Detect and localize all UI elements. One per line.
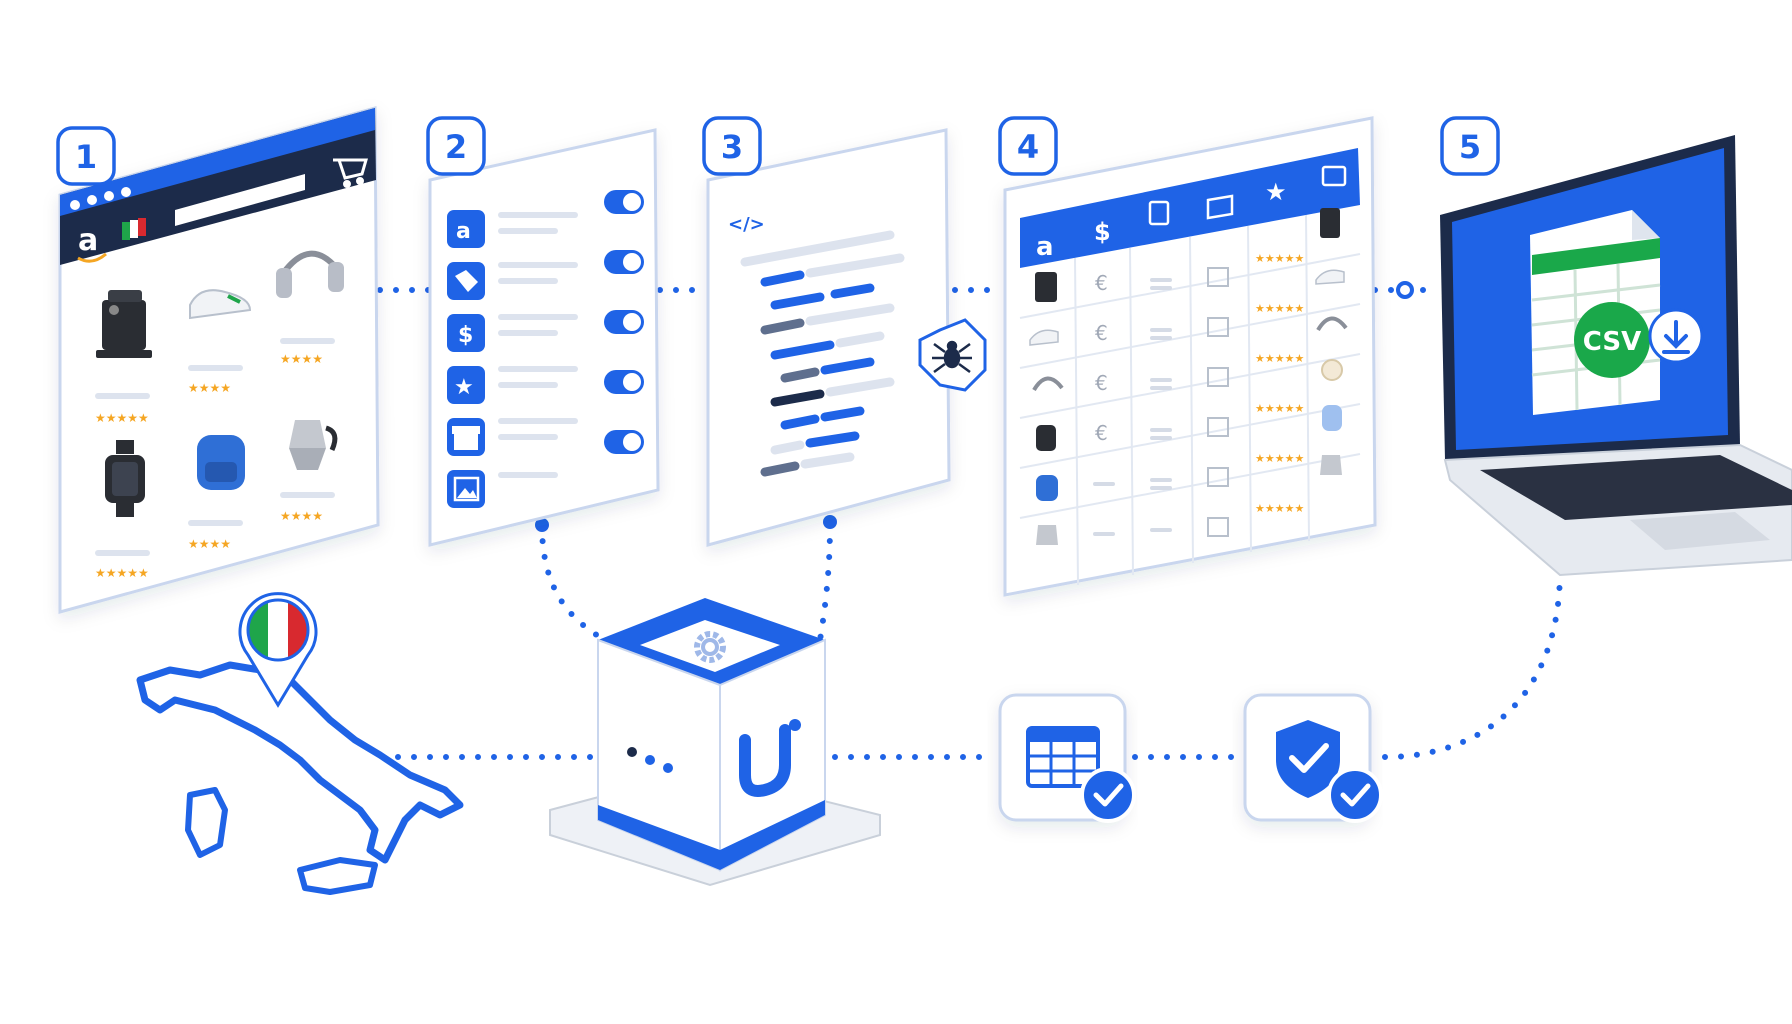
table-price-column: € € € € <box>1093 271 1115 536</box>
amazon-logo-icon: a <box>456 219 471 244</box>
svg-text:★★★★: ★★★★ <box>280 509 323 523</box>
svg-text:4: 4 <box>1017 128 1039 166</box>
svg-text:★★★★★: ★★★★★ <box>1255 252 1304 265</box>
step-badge-2: 2 <box>426 116 486 176</box>
code-tag: </> <box>728 214 765 235</box>
svg-text:★★★★★: ★★★★★ <box>1255 402 1304 415</box>
svg-text:1: 1 <box>75 138 97 176</box>
svg-text:€: € <box>1095 321 1108 345</box>
svg-text:★★★★: ★★★★ <box>280 352 323 366</box>
svg-text:★★★★★: ★★★★★ <box>1255 502 1304 515</box>
svg-text:★★★★★: ★★★★★ <box>95 411 149 425</box>
svg-text:★★★★: ★★★★ <box>188 537 231 551</box>
table-text-column <box>1150 278 1172 532</box>
svg-text:CSV: CSV <box>1583 327 1641 357</box>
product-coffee-machine: ★★★★★ <box>95 290 152 425</box>
cart-icon <box>333 158 368 188</box>
document-icon <box>1148 200 1170 226</box>
storefront-panel: a ★★★★★ ★★★★ <box>58 106 380 614</box>
laptop: CSV <box>1440 135 1792 577</box>
table-header-icons: a $ ★ <box>1036 165 1347 262</box>
csv-badge: CSV <box>1574 302 1650 378</box>
processing-hub <box>549 598 881 887</box>
check-icon <box>1080 767 1136 823</box>
tag-icon <box>455 270 478 292</box>
svg-text:5: 5 <box>1459 128 1481 166</box>
italy-location-pin <box>238 592 318 708</box>
field-row-price[interactable]: $ <box>447 310 644 352</box>
field-selection-panel: a $ ★ <box>428 128 660 547</box>
table-icon <box>1026 726 1100 788</box>
spider-badge <box>918 318 987 392</box>
product-smartwatch: ★★★★★ <box>95 440 150 580</box>
field-row-title[interactable]: a <box>447 190 644 248</box>
italy-flag-icon <box>122 218 146 240</box>
star-icon: ★ <box>454 375 474 400</box>
svg-text:€: € <box>1095 421 1108 445</box>
star-icon: ★ <box>1265 178 1287 206</box>
image-icon <box>453 476 480 502</box>
svg-text:3: 3 <box>721 128 743 166</box>
step-badge-1: 1 <box>56 126 116 186</box>
connector-3-hub <box>817 522 833 643</box>
dollar-icon: $ <box>1094 218 1111 246</box>
code-panel: </> <box>706 128 951 547</box>
product-grid: ★★★★★ ★★★★ ★★★★ ★★★★★ <box>95 250 344 580</box>
table-validation-card <box>998 693 1136 823</box>
connector-node-2 <box>535 518 549 532</box>
gear-icon <box>694 631 726 663</box>
product-headphones: ★★★★ <box>276 250 344 366</box>
download-icon[interactable] <box>1648 308 1704 364</box>
laptop-keyboard <box>1480 455 1792 520</box>
amazon-logo-icon: a <box>1036 232 1054 262</box>
connector-node-4-5 <box>1396 281 1414 299</box>
shield-check-icon <box>1276 720 1340 798</box>
table-image-column <box>1315 208 1348 475</box>
store-icon <box>452 426 480 450</box>
step-badge-4: 4 <box>998 116 1058 176</box>
table-grid <box>1019 214 1361 586</box>
svg-text:2: 2 <box>445 128 467 166</box>
dotted-connectors <box>347 287 1563 760</box>
image-icon <box>1321 165 1347 187</box>
svg-text:★★★★★: ★★★★★ <box>95 566 149 580</box>
check-icon <box>1327 767 1383 823</box>
security-validation-card <box>1243 693 1383 823</box>
amazon-logo-icon: a <box>77 223 107 263</box>
step-badge-5: 5 <box>1440 116 1500 176</box>
field-row-image[interactable] <box>447 470 558 508</box>
spider-icon <box>932 340 972 374</box>
laptop-trackpad <box>1630 512 1770 550</box>
table-product-column <box>1029 272 1064 545</box>
svg-text:€: € <box>1095 271 1108 295</box>
svg-text:€: € <box>1095 371 1108 395</box>
table-store-column <box>1207 267 1229 537</box>
browser-topbar <box>60 108 375 216</box>
svg-text:★★★★★: ★★★★★ <box>1255 352 1304 365</box>
svg-text:★★★★★: ★★★★★ <box>1255 452 1304 465</box>
field-row-seller[interactable] <box>447 418 644 456</box>
product-moka-pot: ★★★★ <box>280 420 338 523</box>
connector-shield-laptop <box>1382 567 1563 760</box>
svg-text:★★★★: ★★★★ <box>188 381 231 395</box>
code-lines <box>740 230 905 477</box>
step-badge-3: 3 <box>702 116 762 176</box>
hub-logo-icon <box>739 719 801 797</box>
dollar-icon: $ <box>458 323 473 348</box>
product-backpack: ★★★★ <box>188 435 245 551</box>
svg-text:a: a <box>78 223 98 258</box>
table-rating-column: ★★★★★ ★★★★★ ★★★★★ ★★★★★ ★★★★★ ★★★★★ <box>1255 252 1304 515</box>
data-table-panel: a $ ★ <box>1003 116 1377 597</box>
store-icon <box>1206 194 1234 220</box>
italy-map <box>136 661 464 895</box>
connector-node-3 <box>823 515 837 529</box>
connector-2-hub <box>539 522 608 643</box>
search-bar <box>175 174 305 226</box>
svg-text:★★★★★: ★★★★★ <box>1255 302 1304 315</box>
product-sneaker: ★★★★ <box>188 289 252 395</box>
table-header <box>1020 148 1360 268</box>
field-row-rating[interactable]: ★ <box>447 366 644 404</box>
field-row-tag[interactable] <box>447 250 644 300</box>
